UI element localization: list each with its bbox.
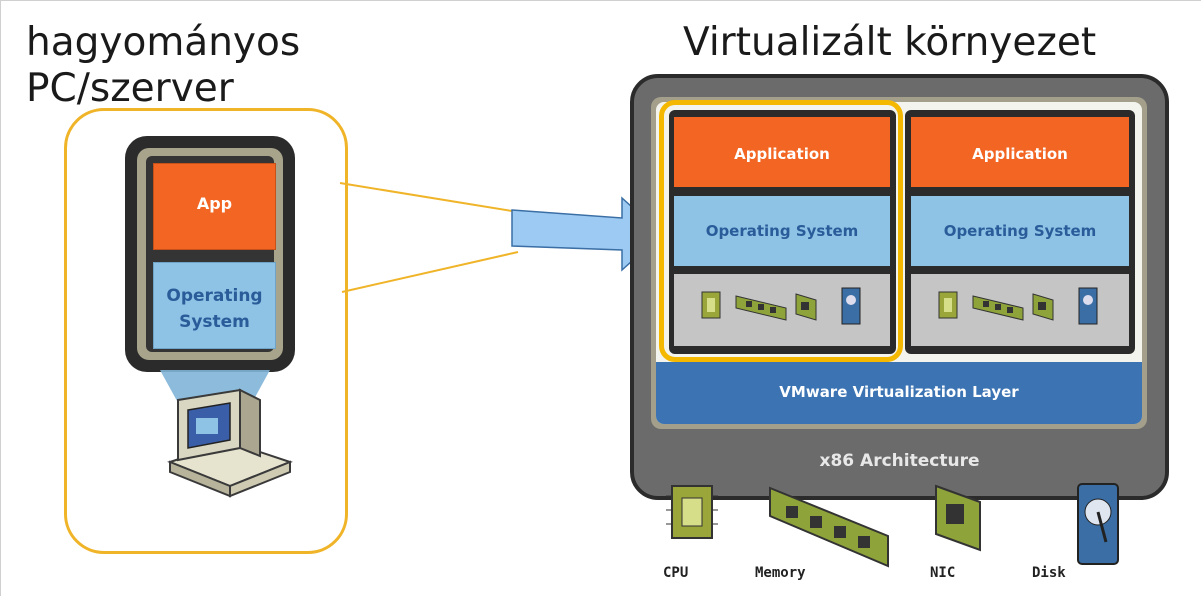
vm-2-app-label: Application xyxy=(972,145,1068,163)
vm-2-os-label: Operating System xyxy=(943,222,1097,240)
virtualized-title: Virtualizált környezet xyxy=(683,20,1097,65)
physical-hardware-icons xyxy=(666,483,1119,568)
vm-1-app-block: Application xyxy=(674,117,890,187)
memory-label: Memory xyxy=(755,565,806,581)
traditional-os-label: Operating System xyxy=(154,283,275,335)
vm-1-highlight-frame xyxy=(659,100,903,362)
vm-2-app-block: Application xyxy=(911,117,1129,187)
nic-card-icon xyxy=(935,484,981,552)
memory-module-icon xyxy=(769,486,889,568)
cpu-chip-icon xyxy=(938,291,958,319)
vm-1-os-block: Operating System xyxy=(674,196,890,266)
traditional-os-block: Operating System xyxy=(153,262,276,349)
connector-line-top xyxy=(339,182,519,213)
vm-1-os-label: Operating System xyxy=(705,222,859,240)
architecture-label: x86 Architecture xyxy=(819,451,980,471)
nic-label: NIC xyxy=(930,565,956,581)
traditional-app-label: App xyxy=(196,194,233,213)
traditional-title: hagyományos PC/szerver xyxy=(26,20,300,112)
traditional-os-label-line1: Operating xyxy=(166,286,263,306)
traditional-os-label-line2: System xyxy=(179,312,250,332)
vm-1-virtual-hardware xyxy=(674,274,890,346)
virtualization-layer-label: VMware Virtualization Layer xyxy=(779,383,1019,401)
traditional-app-block: App xyxy=(153,163,276,250)
cpu-chip-icon xyxy=(701,291,721,319)
disk-drive-icon xyxy=(841,287,861,325)
memory-module-icon xyxy=(972,295,1024,321)
traditional-title-line2: PC/szerver xyxy=(26,66,234,111)
vm-2-os-block: Operating System xyxy=(911,196,1129,266)
traditional-highlight-frame xyxy=(64,108,348,554)
disk-label: Disk xyxy=(1032,565,1066,581)
memory-module-icon xyxy=(735,295,787,321)
vm-2-virtual-hardware xyxy=(911,274,1129,346)
nic-card-icon xyxy=(1032,293,1054,321)
connector-line-bottom xyxy=(341,251,519,293)
disk-drive-icon xyxy=(1078,287,1098,325)
vm-1-app-label: Application xyxy=(734,145,830,163)
disk-drive-icon xyxy=(1077,483,1119,565)
virtualization-layer-bar xyxy=(656,362,1142,424)
nic-card-icon xyxy=(795,293,817,321)
computer-icon xyxy=(160,370,293,498)
cpu-chip-icon xyxy=(666,485,718,539)
cpu-label: CPU xyxy=(663,565,689,581)
traditional-title-line1: hagyományos xyxy=(26,20,301,65)
